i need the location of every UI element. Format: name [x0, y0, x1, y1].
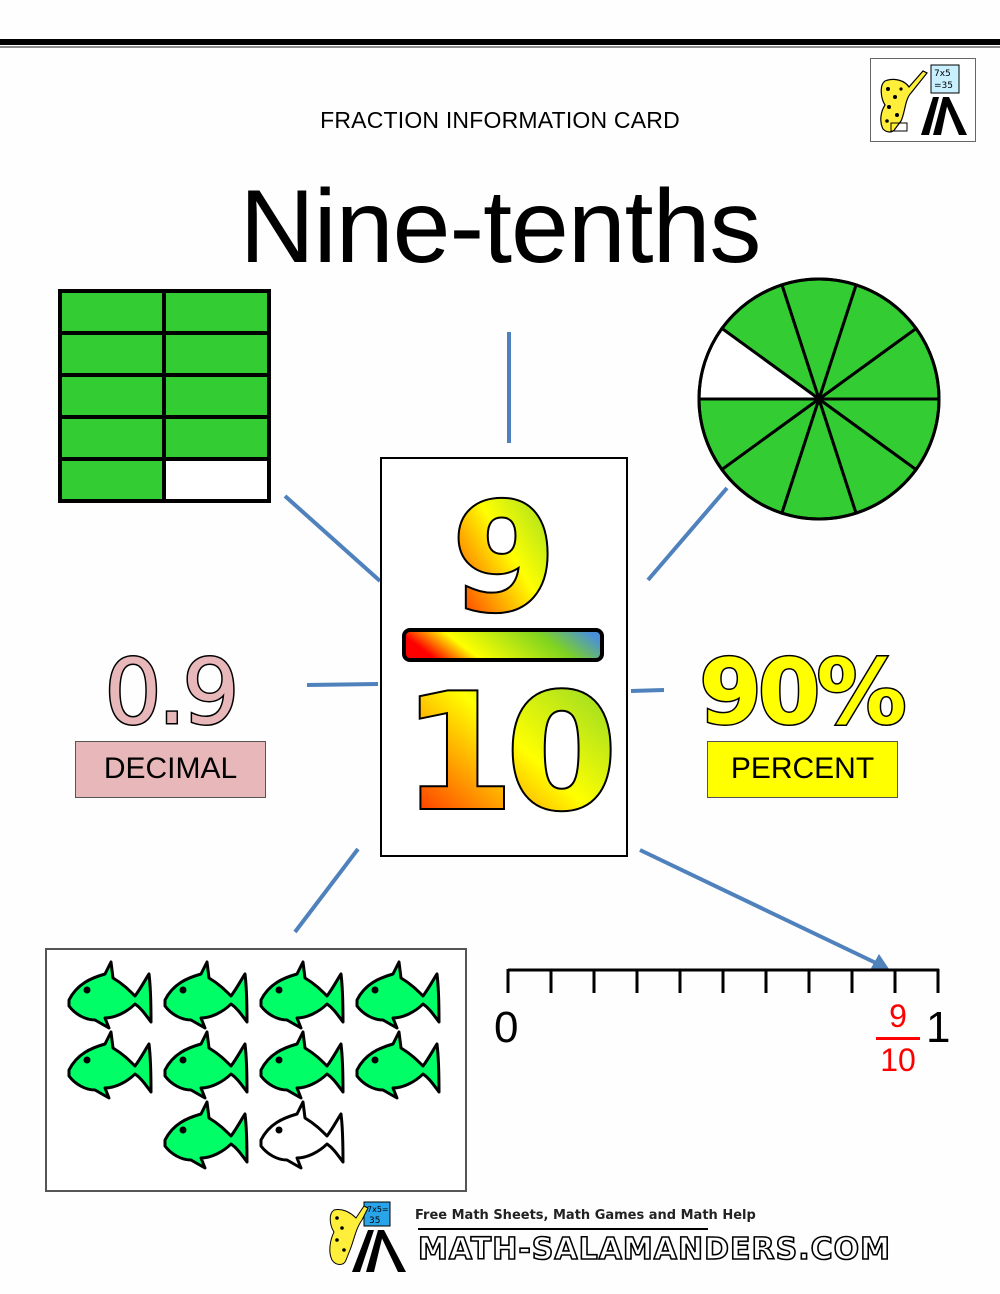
connector-right	[630, 688, 665, 693]
numerator: 9	[452, 472, 556, 646]
fish-set-model	[45, 948, 467, 1192]
svg-text:35: 35	[369, 1216, 380, 1226]
fish-icon-shaded	[355, 1030, 441, 1100]
fish-icon-shaded	[163, 1100, 249, 1170]
footer-brand-link[interactable]: MATH-SALAMANDERS.COM	[417, 1231, 891, 1268]
fish-icon-shaded	[163, 960, 249, 1030]
top-rule-thick	[0, 39, 1000, 45]
fish-icon-shaded	[67, 960, 153, 1030]
decimal-value: 0.9	[104, 640, 235, 745]
connector-bottom-right-arrow	[639, 848, 877, 965]
fraction-name-title: Nine-tenths	[239, 169, 762, 285]
connector-lines	[283, 332, 889, 970]
connector-left	[306, 682, 379, 687]
marker-fraction-bar	[876, 1037, 920, 1040]
decimal-label: DECIMAL	[75, 741, 266, 798]
fish-icon-shaded	[355, 960, 441, 1030]
fish-icon-shaded	[163, 1030, 249, 1100]
fish-group	[67, 960, 441, 1170]
percent-label: PERCENT	[707, 741, 898, 798]
svg-text:7x5: 7x5	[934, 69, 951, 79]
fish-icon-shaded	[259, 960, 345, 1030]
pie-fraction-model	[697, 277, 941, 521]
marker-numerator: 9	[889, 998, 907, 1034]
rectangle-fraction-model	[58, 289, 271, 503]
percent-value: 90%	[699, 640, 904, 745]
svg-text:=35: =35	[934, 81, 953, 91]
fish-icon-shaded	[259, 1030, 345, 1100]
number-line-marker-fraction: 9 10	[872, 998, 924, 1079]
salamander-teacher-icon: 7x5 =35	[880, 64, 967, 135]
footer-tagline: Free Math Sheets, Math Games and Math He…	[415, 1208, 756, 1223]
svg-text:7x5=: 7x5=	[367, 1205, 389, 1214]
number-line-end-label: 1	[926, 1003, 951, 1052]
fish-icon-unshaded	[259, 1100, 345, 1170]
card-subtitle: FRACTION INFORMATION CARD	[320, 107, 680, 133]
connector-top-right	[646, 486, 729, 582]
footer-divider	[418, 1228, 708, 1230]
top-rule-thin	[0, 46, 1000, 48]
number-line-start-label: 0	[494, 1003, 519, 1052]
fish-icon-shaded	[67, 1030, 153, 1100]
connector-bottom-left	[293, 847, 360, 934]
fraction-bar	[402, 628, 604, 662]
salamander-logo: 7x5 =35	[870, 58, 976, 142]
number-line	[506, 968, 940, 993]
connector-top-left	[283, 494, 382, 583]
marker-denominator: 10	[880, 1042, 916, 1078]
denominator: 10	[403, 659, 610, 846]
arrow-head-icon	[870, 954, 889, 970]
footer-salamander-logo-icon: 7x5= 35	[329, 1201, 406, 1272]
